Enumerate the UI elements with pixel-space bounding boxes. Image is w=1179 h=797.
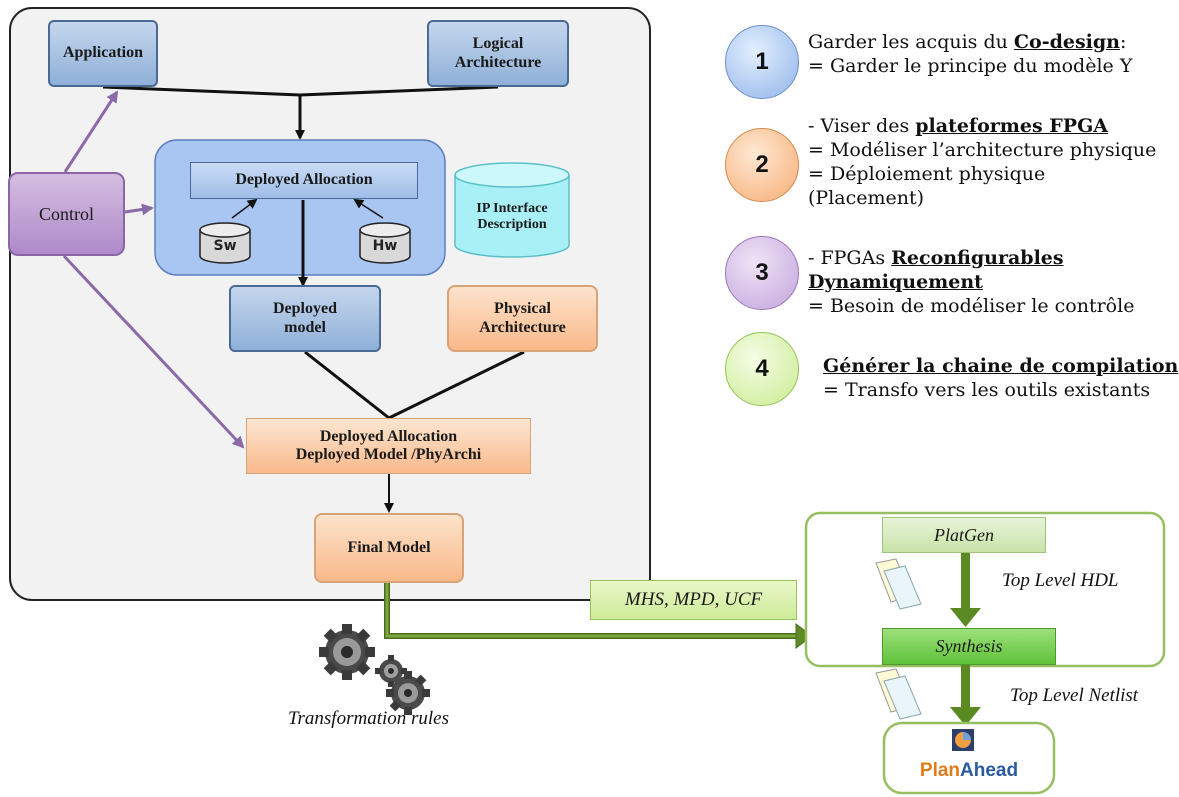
hw-to-allocation-arrow — [353, 198, 384, 219]
synthesis-label: Synthesis — [935, 636, 1003, 657]
top-level-hdl-label: Top Level HDL — [1002, 570, 1119, 591]
point-3-text: - FPGAs Reconfigurables Dynamiquement = … — [808, 246, 1134, 318]
point-3-line1-pre: - FPGAs — [808, 247, 892, 269]
deployed-allocation-box: Deployed Allocation — [190, 162, 418, 199]
point-3-number: 3 — [755, 259, 769, 286]
logical-architecture-box: Logical Architecture — [427, 20, 569, 87]
v-connector — [304, 350, 525, 420]
synthesis-box: Synthesis — [882, 628, 1056, 665]
physical-architecture-label-line2: Architecture — [479, 318, 566, 336]
point-2-line4: (Placement) — [808, 187, 925, 209]
ip-interface-label-line2: Description — [477, 217, 547, 232]
point-2-line2: = Modéliser l’architecture physique — [808, 139, 1157, 161]
point-3-line2-strong: Dynamiquement — [808, 271, 983, 293]
files-label-box: MHS, MPD, UCF — [590, 580, 797, 620]
platgen-label: PlatGen — [934, 524, 994, 545]
point-2-line1-strong: plateformes FPGA — [915, 115, 1109, 137]
point-4-line1-strong: Générer la chaine de compilation — [823, 355, 1179, 377]
planahead-ahead-text: Ahead — [960, 760, 1019, 781]
control-box: Control — [8, 172, 125, 256]
point-3-circle: 3 — [725, 236, 799, 310]
planahead-plan-text: Plan — [919, 760, 961, 781]
point-2-circle: 2 — [725, 128, 799, 202]
point-4-text: Générer la chaine de compilation = Trans… — [823, 354, 1179, 402]
point-1-line1-pre: Garder les acquis du — [808, 31, 1014, 53]
document-icon — [875, 558, 922, 610]
point-2-line3: = Déploiement physique — [808, 163, 1046, 185]
deployed-allocation-label: Deployed Allocation — [235, 171, 373, 189]
point-2-number: 2 — [755, 151, 769, 178]
point-1-line1-strong: Co-design — [1013, 31, 1120, 53]
combined-allocation-label-line2: Deployed Model /PhyArchi — [295, 446, 482, 463]
application-box: Application — [48, 20, 158, 87]
document-icon — [875, 668, 922, 720]
point-2-text: - Viser des plateformes FPGA = Modéliser… — [808, 114, 1156, 210]
logical-architecture-label-line1: Logical — [472, 35, 524, 53]
deployed-model-box: Deployed model — [229, 285, 381, 352]
files-label: MHS, MPD, UCF — [624, 589, 763, 611]
point-1-number: 1 — [755, 48, 769, 75]
point-4-line2: = Transfo vers les outils existants — [823, 379, 1151, 401]
gears-icon — [319, 624, 430, 715]
ip-interface-cylinder — [454, 162, 570, 258]
physical-architecture-label-line1: Physical — [494, 300, 551, 318]
sw-label: Sw — [213, 238, 237, 254]
final-to-toolchain-arrow — [384, 582, 813, 649]
physical-architecture-box: Physical Architecture — [447, 285, 598, 352]
point-1-line2: = Garder le principe du modèle Y — [808, 55, 1133, 77]
planahead-logo-icon — [952, 729, 974, 751]
point-1-line1-post: : — [1119, 31, 1127, 53]
ip-interface-label-line1: IP Interface — [476, 200, 548, 216]
platgen-box: PlatGen — [882, 517, 1046, 553]
planahead-logo-text: PlanAhead — [884, 760, 1054, 782]
application-label: Application — [62, 44, 143, 62]
hw-cylinder — [359, 222, 411, 264]
combined-allocation-label-line1: Deployed Allocation — [319, 427, 458, 445]
point-3-line1-strong: Reconfigurables — [891, 247, 1064, 269]
sw-to-allocation-arrow — [231, 198, 258, 219]
point-4-circle: 4 — [725, 332, 799, 406]
toolchain-arrows — [950, 552, 981, 726]
logical-architecture-label-line2: Architecture — [454, 53, 542, 71]
transformation-rules-label: Transformation rules — [288, 708, 450, 729]
hw-label: Hw — [372, 238, 398, 254]
planahead-container — [882, 721, 1056, 795]
deployed-model-label-line2: model — [284, 318, 326, 336]
point-1-text: Garder les acquis du Co-design: = Garder… — [808, 30, 1132, 78]
final-model-label: Final Model — [347, 538, 431, 556]
point-1-circle: 1 — [725, 25, 799, 99]
control-label: Control — [38, 203, 94, 224]
point-3-line3: = Besoin de modéliser le contrôle — [808, 295, 1135, 317]
deployed-model-label-line1: Deployed — [273, 300, 337, 318]
sw-cylinder — [199, 222, 251, 264]
combined-allocation-box: Deployed Allocation Deployed Model /PhyA… — [246, 418, 531, 474]
point-2-line1-pre: - Viser des — [808, 115, 916, 137]
y-connector — [102, 85, 499, 97]
control-arrows — [62, 90, 245, 449]
top-level-netlist-label: Top Level Netlist — [1010, 685, 1139, 706]
ip-interface-label: IP Interface Description — [455, 192, 569, 242]
final-model-box: Final Model — [314, 513, 464, 583]
point-4-number: 4 — [755, 355, 769, 382]
